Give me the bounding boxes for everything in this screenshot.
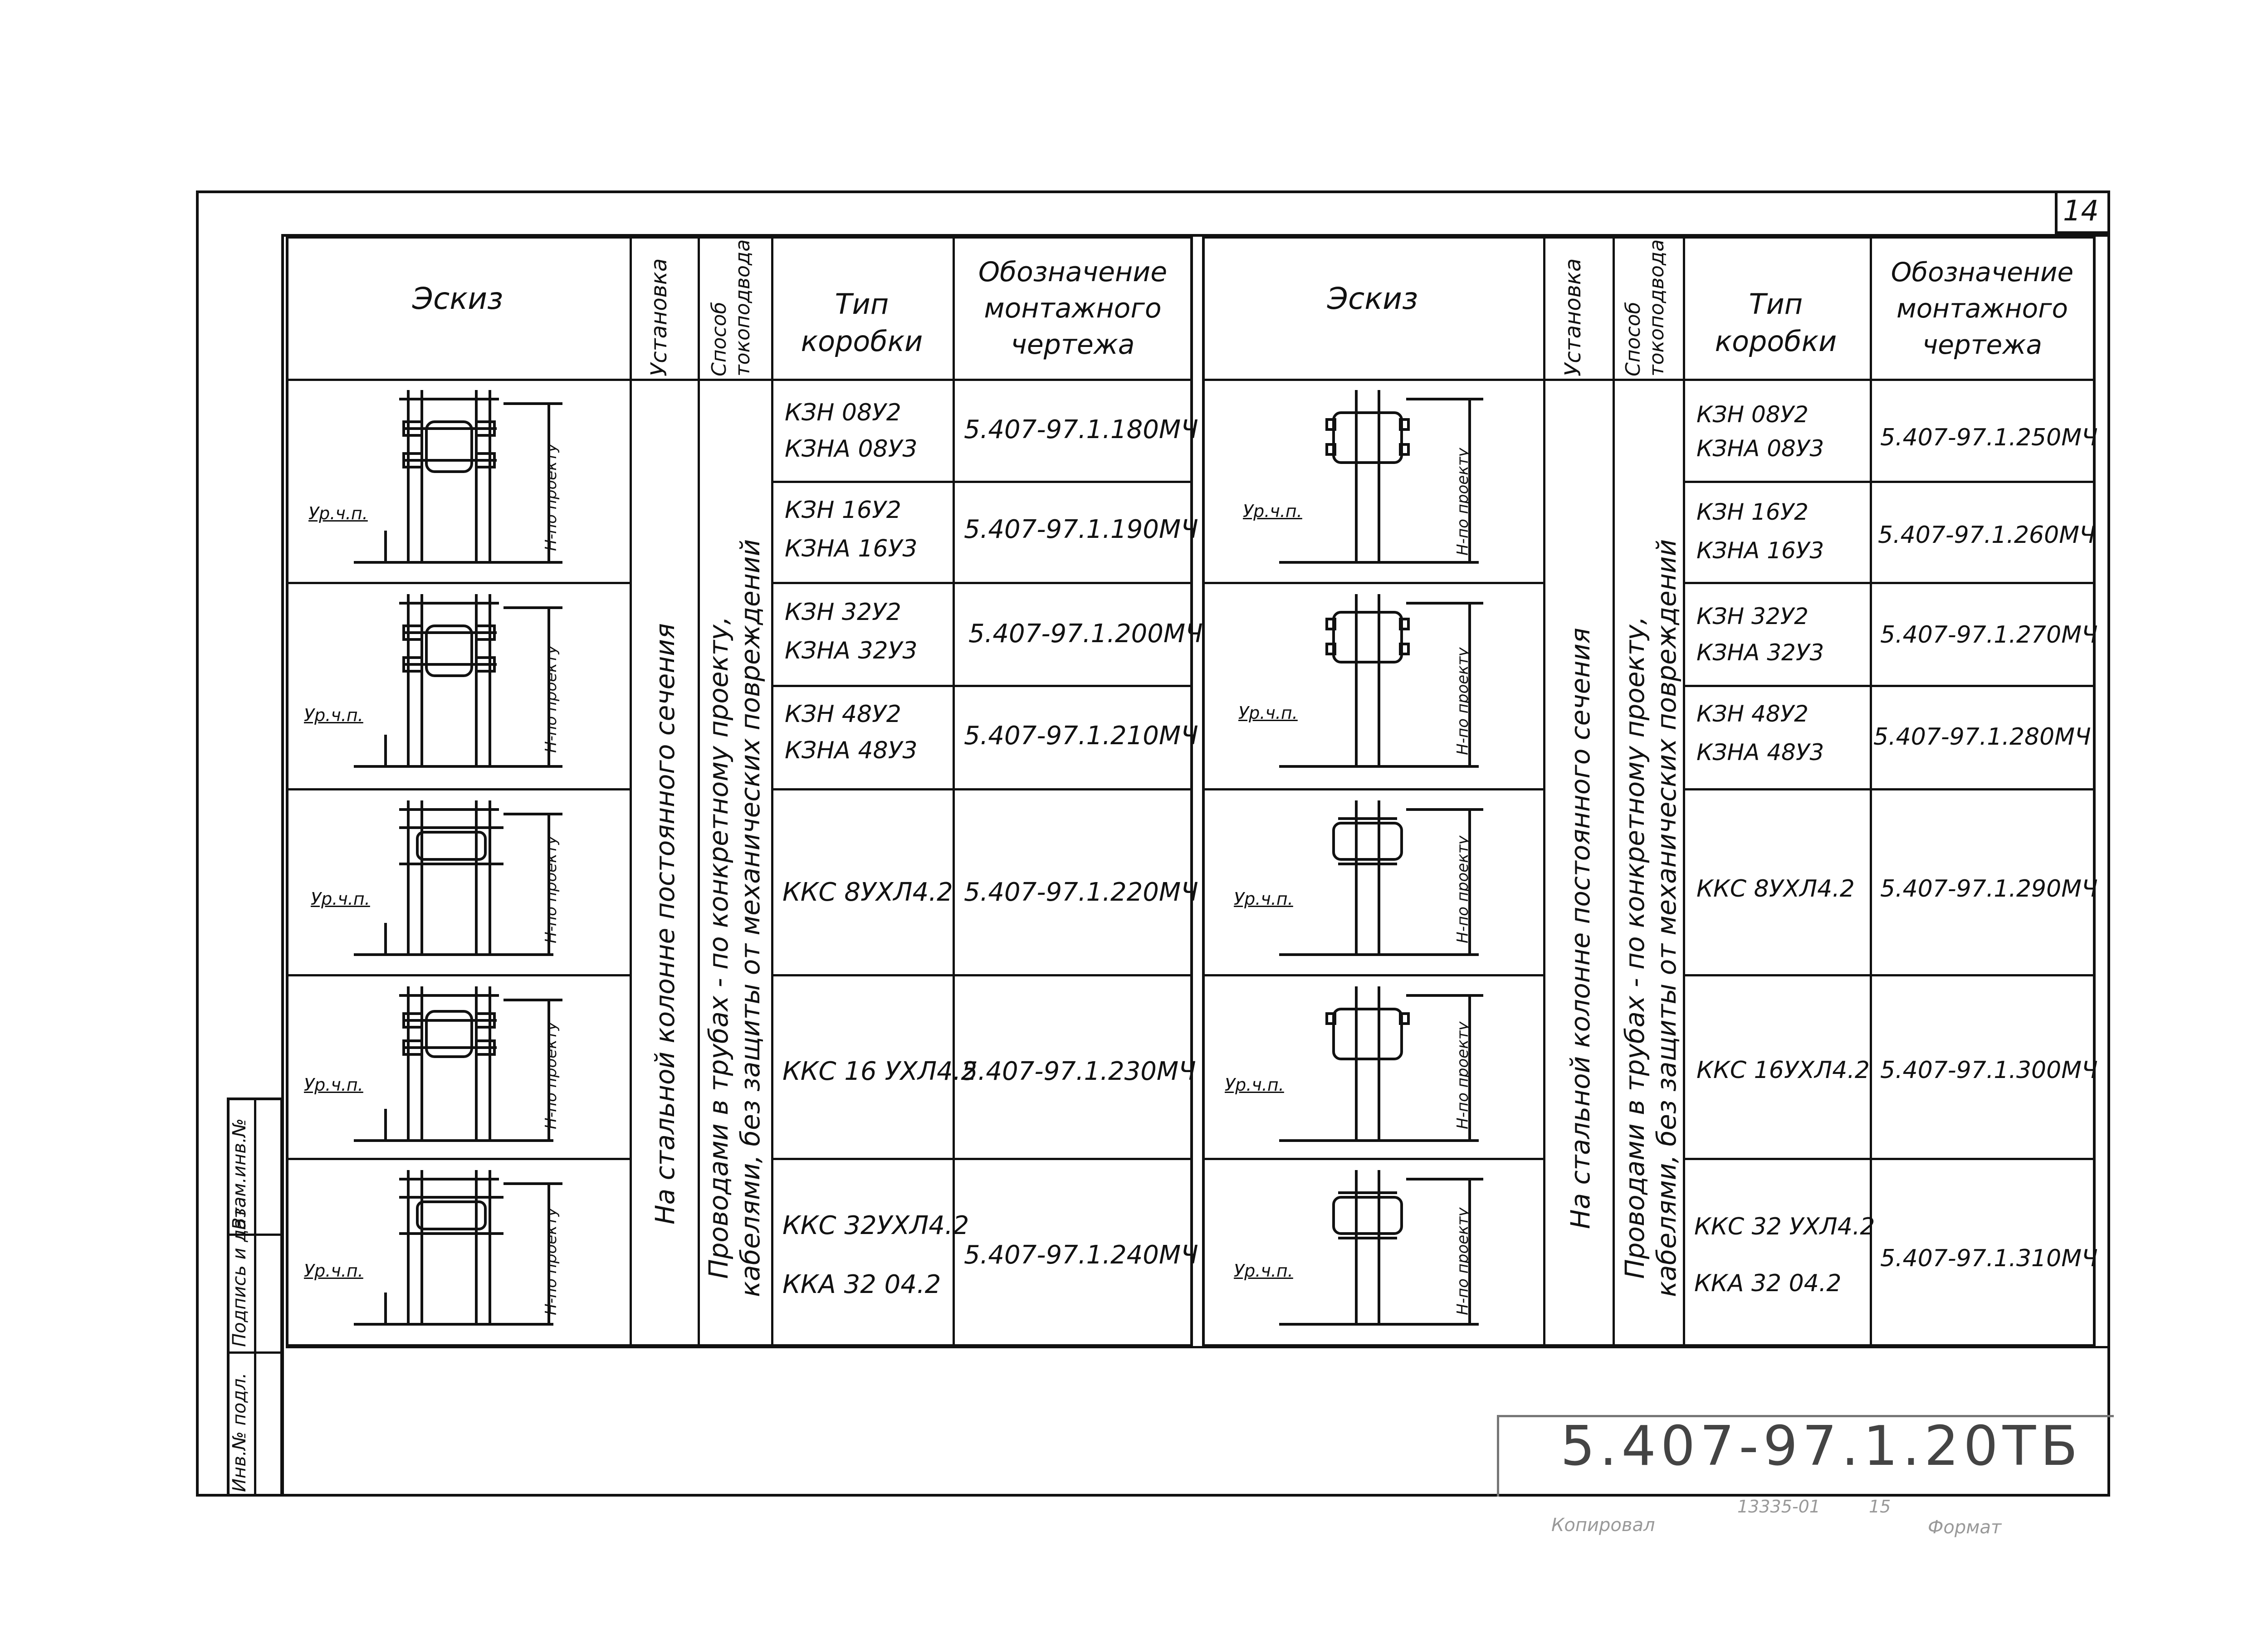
right-sketch-3 (1279, 800, 1483, 956)
right-r1-drawing2: 5.407-97.1.260МЧ (1878, 522, 2096, 549)
left-header-drawing: Обозначение монтажного чертежа (978, 256, 1168, 361)
left-r5-box2: ККА 32 04.2 (782, 1270, 941, 1299)
right-header-sketch: Эскиз (1327, 281, 1418, 316)
right-sketch-2 (1279, 594, 1483, 768)
left-sketch-5-height: Н-по проекту (542, 1207, 560, 1315)
left-r1-box4: КЗНА 16У3 (785, 535, 918, 562)
left-r5-drawing1: 5.407-97.1.240МЧ (964, 1240, 1198, 1270)
right-method-text-1: Проводами в трубах - по конкретному прое… (1619, 616, 1650, 1279)
right-sketch-3-height: Н-по проекту (1454, 835, 1472, 943)
right-r2-box3: КЗН 48У2 (1696, 701, 1809, 727)
right-r5-box2: ККА 32 04.2 (1694, 1270, 1842, 1297)
left-header-box-type: Тип коробки (801, 288, 923, 358)
left-r1-box2: КЗНА 08У3 (785, 435, 918, 463)
right-sketch-4-level: Ур.ч.п. (1225, 1075, 1284, 1095)
left-method-text-1: Проводами в трубах - по конкретному прое… (703, 616, 734, 1279)
right-r1-box3: КЗН 16У2 (1696, 499, 1809, 525)
left-r2-drawing2: 5.407-97.1.210МЧ (964, 721, 1198, 751)
left-sketch-5-level: Ур.ч.п. (304, 1261, 363, 1281)
right-sketch-2-level: Ур.ч.п. (1238, 703, 1298, 723)
left-sketch-1-level: Ур.ч.п. (308, 503, 368, 523)
left-r3-box1: ККС 8УХЛ4.2 (782, 878, 953, 907)
left-header-sketch: Эскиз (412, 281, 503, 316)
left-sketch-1-height: Н-по проекту (542, 443, 560, 551)
left-sketch-5 (354, 1170, 562, 1326)
right-r1-box1: КЗН 08У2 (1696, 401, 1809, 428)
left-r1-drawing2: 5.407-97.1.190МЧ (964, 515, 1198, 544)
right-r5-box1: ККС 32 УХЛ4.2 (1694, 1213, 1875, 1240)
right-r2-box2: КЗНА 32У3 (1696, 639, 1824, 666)
right-table (1202, 236, 2096, 1347)
right-sketch-1-level: Ур.ч.п. (1243, 501, 1302, 521)
right-sketch-5-level: Ур.ч.п. (1234, 1261, 1293, 1281)
left-header-method: Способ токоподвода (708, 239, 754, 376)
footer-format: Формат (1928, 1517, 2002, 1538)
right-r5-drawing1: 5.407-97.1.310МЧ (1880, 1245, 2098, 1272)
right-r4-box1: ККС 16УХЛ4.2 (1696, 1057, 1870, 1084)
left-r2-drawing1: 5.407-97.1.200МЧ (968, 619, 1203, 649)
right-r3-box1: ККС 8УХЛ4.2 (1696, 875, 1855, 902)
right-sketch-2-height: Н-по проекту (1454, 647, 1472, 755)
stamp-inv-label: Инв.№ подл. (229, 1372, 250, 1492)
left-method-text-2: кабелями, без защиты от механических пов… (735, 539, 766, 1297)
right-sketch-1-height: Н-по проекту (1454, 448, 1472, 556)
stamp-replace-label: Взам.инв.№ (229, 1118, 250, 1230)
right-header-method: Способ токоподвода (1622, 239, 1668, 376)
left-r3-drawing1: 5.407-97.1.220МЧ (964, 878, 1198, 907)
designation: 5.407-97.1.20ТБ (1560, 1415, 2082, 1478)
right-header-box-type: Тип коробки (1715, 288, 1837, 358)
footer-sheet: 15 (1869, 1497, 1891, 1517)
right-header-install: Установка (1560, 258, 1586, 376)
left-r2-box1: КЗН 32У2 (785, 599, 901, 626)
sheet-number: 14 (2063, 194, 2099, 227)
right-sketch-1 (1279, 390, 1483, 564)
left-r4-drawing1: 5.407-97.1.230МЧ (962, 1057, 1196, 1086)
left-r1-box3: КЗН 16У2 (785, 497, 901, 524)
right-r1-drawing1: 5.407-97.1.250МЧ (1880, 424, 2098, 451)
left-sketch-3-level: Ур.ч.п. (311, 889, 370, 909)
right-r2-box4: КЗНА 48У3 (1696, 739, 1824, 766)
left-sketch-1 (354, 390, 562, 564)
left-r2-box4: КЗНА 48У3 (785, 737, 918, 764)
right-header-drawing: Обозначение монтажного чертежа (1891, 257, 2074, 360)
left-table (286, 236, 1193, 1347)
right-r2-drawing2: 5.407-97.1.280МЧ (1873, 723, 2091, 751)
left-sketch-2-level: Ур.ч.п. (304, 705, 363, 725)
left-r5-box1: ККС 32УХЛ4.2 (782, 1211, 969, 1240)
right-r3-drawing1: 5.407-97.1.290МЧ (1880, 875, 2098, 902)
left-sketch-3 (354, 800, 562, 956)
inner-frame (281, 234, 2110, 1497)
left-r1-box1: КЗН 08У2 (785, 399, 901, 426)
left-sketch-4-height: Н-по проекту (542, 1021, 560, 1129)
right-sketch-4 (1279, 986, 1483, 1142)
left-sketch-2-height: Н-по проекту (542, 645, 560, 753)
left-r2-box2: КЗНА 32У3 (785, 637, 918, 664)
right-sketch-5-height: Н-по проекту (1454, 1207, 1472, 1315)
right-sketch-5 (1279, 1170, 1483, 1326)
right-r2-box1: КЗН 32У2 (1696, 603, 1809, 629)
left-r4-box1: ККС 16 УХЛ4.2 (782, 1057, 978, 1086)
right-install-text: На стальной колонне постоянного сечения (1565, 628, 1596, 1229)
right-r2-drawing1: 5.407-97.1.270МЧ (1880, 621, 2098, 649)
right-method-text-2: кабелями, без защиты от механических пов… (1651, 539, 1682, 1297)
left-sketch-4-level: Ур.ч.п. (304, 1075, 363, 1095)
right-sketch-3-level: Ур.ч.п. (1234, 889, 1293, 909)
left-sketch-2 (354, 594, 562, 768)
left-r1-drawing1: 5.407-97.1.180МЧ (964, 415, 1198, 444)
right-r1-box4: КЗНА 16У3 (1696, 537, 1824, 564)
sheet-number-box (2055, 190, 2110, 234)
left-install-text: На стальной колонне постоянного сечения (650, 623, 680, 1224)
right-sketch-4-height: Н-по проекту (1454, 1021, 1472, 1129)
footer-copied: Копировал (1551, 1515, 1655, 1536)
left-sketch-3-height: Н-по проекту (542, 835, 560, 943)
left-r2-box3: КЗН 48У2 (785, 701, 901, 728)
left-sketch-4 (354, 986, 562, 1142)
right-r1-box2: КЗНА 08У3 (1696, 435, 1824, 462)
right-r4-drawing1: 5.407-97.1.300МЧ (1880, 1057, 2098, 1084)
footer-number: 13335-01 (1737, 1497, 1820, 1517)
left-header-install: Установка (646, 258, 672, 376)
